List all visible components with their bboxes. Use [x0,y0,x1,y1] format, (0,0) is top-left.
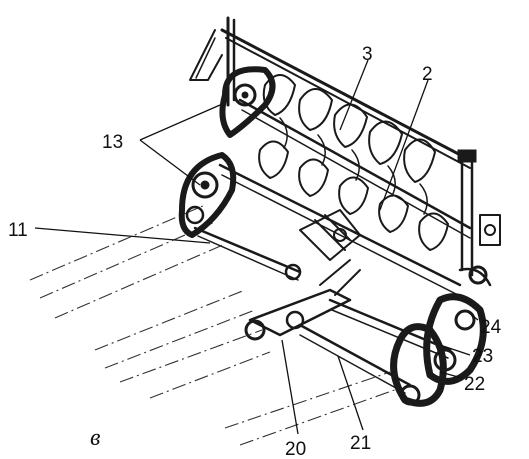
label-23: 23 [472,346,493,367]
rotor-shafts [218,98,472,296]
label-2: 2 [422,64,433,85]
central-mechanism [193,209,361,281]
label-21: 21 [350,433,371,454]
ground-lines [29,204,401,446]
label-22: 22 [464,374,485,395]
label-20: 20 [285,439,306,459]
leader-lines [34,59,479,435]
lower-auger-blades [258,140,449,251]
upper-auger-blades [262,74,436,215]
label-13: 13 [102,132,123,153]
right-chain-drives [390,214,501,407]
left-chain-drives [178,66,276,238]
label-24: 24 [480,317,502,338]
figure-caption: в [90,425,100,451]
label-11: 11 [8,220,28,241]
label-3: 3 [362,44,373,65]
upper-frame [189,16,477,277]
